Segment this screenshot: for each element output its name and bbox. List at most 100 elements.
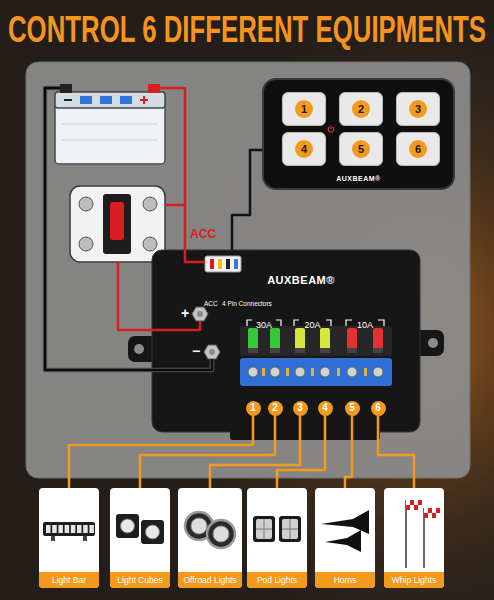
equipment-card: Pod Lights [247,488,307,588]
battery-part [140,96,148,104]
terminal-block-part [320,367,330,377]
pod-icon-part [279,516,301,542]
button-number: 5 [352,140,370,158]
positive-terminal [192,307,208,321]
power-wires-part [165,204,185,207]
equipment-picture [384,488,444,572]
cube-icon-part [146,525,160,539]
button-number: 1 [295,100,313,118]
terminal-block-part [286,368,289,376]
circuit-breaker-part [143,237,157,251]
bar-icon-part [52,525,57,533]
circuit-breaker-part [70,186,165,262]
output-wire [378,416,414,489]
circuit-breaker [70,186,165,262]
battery-part [62,124,158,125]
bar-icon-part [58,525,63,533]
circuit-breaker-part [79,237,93,251]
four-pin-connector-part [234,259,238,269]
terminal-block [240,358,392,386]
bar-icon-part [83,525,88,533]
fuse-holder-part [347,348,357,353]
equipment-card: Light Cubes [110,488,170,588]
button-number: 6 [409,140,427,158]
battery-part [55,92,165,164]
callout-circle: 5 [345,401,360,416]
switch-button: 4 [282,132,326,166]
positive-terminal-part [192,307,208,321]
control-box-housing [128,250,444,440]
battery-part [100,96,112,104]
callout-circle: 1 [246,401,261,416]
bar-icon-part [89,525,94,533]
terminal-sign-holder: − [192,342,200,360]
round-icon [185,512,235,548]
panel-ground [26,62,470,478]
title-holder: CONTROL 6 DIFFERENT EQUIPMENTS [8,10,486,50]
terminal-block-part [262,368,265,376]
bar-icon-part [46,525,51,533]
connector-label: 4 Pin Connectors [222,300,272,308]
switch-button: 3 [396,92,440,126]
terminal-block-part [295,367,305,377]
terminal-block-part [270,367,280,377]
four-pin-connector-part [218,259,222,269]
switch-button: 6 [396,132,440,166]
terminal-block-part [337,368,340,376]
fuse-holder-part [295,328,305,350]
whip-icon-part [406,500,410,505]
battery-part [120,96,132,104]
fuse-holder-part [240,326,392,356]
battery-part [55,92,165,108]
positive-terminal-part [197,311,203,317]
equipment-picture [110,488,170,572]
four-pin-connector-part [210,259,214,269]
callout-circle: 6 [371,401,386,416]
whip-icon-part [436,513,440,518]
fuse-rating-holder: 10A [357,314,373,332]
power-wires [45,88,212,370]
battery-part [148,84,160,93]
callout-circle: 2 [268,401,283,416]
equipment-label: Light Cubes [110,572,170,588]
power-wires-part [45,88,212,370]
terminal-block-part [347,367,357,377]
output-wire [140,416,275,489]
bar-icon-part [71,525,76,533]
power-icon-part [330,126,331,129]
equipment-label: Light Bar [39,572,99,588]
button-number: 2 [352,100,370,118]
whip-icon-part [414,500,418,505]
bar-icon-part [77,525,82,533]
control-box-housing-part [134,344,144,354]
button-number: 4 [295,140,313,158]
circuit-breaker-part [110,202,124,240]
fuse-holder-part [295,348,305,353]
control-box: AUXBEAM®123456 [152,250,420,432]
cube-icon [116,514,164,544]
panel-brand: AUXBEAM® [264,174,453,183]
callout-circle: 4 [318,401,333,416]
fuse-rating: 20A [304,319,320,331]
battery-part [64,99,72,101]
box-brand: AUXBEAM® [152,274,420,287]
negative-terminal [204,345,220,359]
title: CONTROL 6 DIFFERENT EQUIPMENTS [8,10,486,50]
whip-icon-part [428,513,432,518]
horn-icon-part [321,510,369,534]
pod-icon-part [256,519,272,539]
terminal-sign: − [192,342,200,360]
fuse-holder-part [320,348,330,353]
round-icon-part [191,518,207,534]
whip-icon-part [432,508,436,513]
battery [55,84,165,164]
terminal-sign: + [181,304,189,322]
switch-button: 5 [339,132,383,166]
pod-icon-part [256,529,272,530]
whip-icon-part [405,500,407,568]
horn-icon-part [325,530,361,552]
whip-icon [406,500,440,568]
four-pin-connector-part [205,256,241,272]
